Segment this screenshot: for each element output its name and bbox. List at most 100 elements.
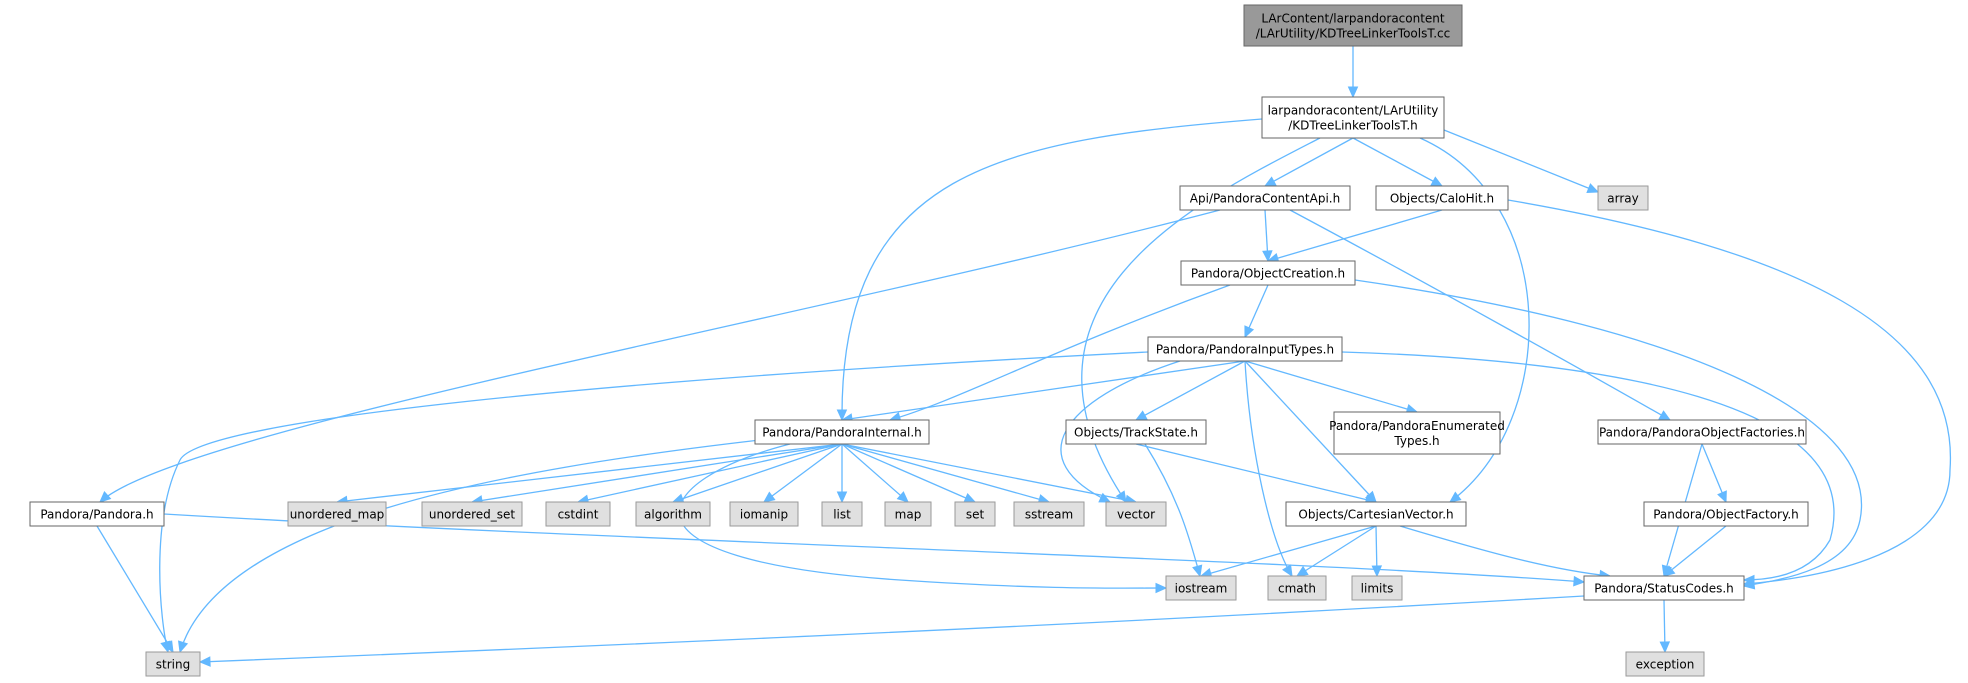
node-limits: limits xyxy=(1351,575,1403,601)
node-unordered-set: unordered_set xyxy=(421,501,523,527)
edge-internal-to-iomanip xyxy=(763,443,843,503)
node-root[interactable]: LArContent/larpandoracontent/LArUtility/… xyxy=(1243,4,1463,47)
node-label: Pandora/Pandora.h xyxy=(40,508,153,522)
edge-objcreation-to-inputtypes xyxy=(1244,284,1269,339)
edge-root-to-kdtree_h xyxy=(1347,46,1359,99)
node-box xyxy=(1643,501,1809,527)
edge-inputtypes-to-statuscodes xyxy=(1341,351,1835,586)
node-box xyxy=(1583,575,1745,601)
node-set: set xyxy=(954,501,996,527)
edge-line xyxy=(841,443,909,503)
edge-arrowhead xyxy=(1192,564,1203,578)
node-label: Pandora/PandoraInputTypes.h xyxy=(1156,343,1334,357)
node-label: Objects/TrackState.h xyxy=(1074,426,1198,440)
node-internal[interactable]: Pandora/PandoraInternal.h xyxy=(754,419,930,445)
edge-arrowhead xyxy=(836,409,848,422)
node-box xyxy=(1597,419,1807,445)
edge-internal-to-unordered_map xyxy=(335,443,843,507)
edge-internal-to-string xyxy=(177,439,761,654)
node-label: larpandoracontent/LArUtility xyxy=(1268,104,1439,118)
edge-line xyxy=(99,209,1221,503)
node-inputtypes[interactable]: Pandora/PandoraInputTypes.h xyxy=(1147,336,1343,362)
node-pandora[interactable]: Pandora/Pandora.h xyxy=(29,501,165,527)
edge-api-to-pandora xyxy=(99,209,1221,503)
edge-line xyxy=(1264,137,1354,187)
edge-statuscodes-to-string xyxy=(198,595,1585,667)
node-map: map xyxy=(884,501,932,527)
edge-arrowhead xyxy=(1449,491,1462,503)
edge-arrowhead xyxy=(1573,575,1586,587)
edge-kdtree_h-to-calohit xyxy=(1352,137,1444,187)
edge-internal-to-set xyxy=(841,443,977,503)
node-box xyxy=(754,419,930,445)
node-label: LArContent/larpandoracontent xyxy=(1261,12,1445,26)
node-label: /LArUtility/KDTreeLinkerToolsT.cc xyxy=(1256,27,1451,41)
edge-line xyxy=(1135,443,1377,503)
node-cartesian[interactable]: Objects/CartesianVector.h xyxy=(1285,501,1467,527)
node-label: Pandora/PandoraObjectFactories.h xyxy=(1599,426,1805,440)
node-label: Pandora/StatusCodes.h xyxy=(1594,582,1734,596)
node-box xyxy=(145,651,201,677)
node-label: string xyxy=(156,658,190,672)
node-box xyxy=(1597,185,1649,211)
node-kdtree-h[interactable]: larpandoracontent/LArUtility/KDTreeLinke… xyxy=(1261,96,1445,139)
edge-arrowhead xyxy=(1098,492,1112,503)
node-statuscodes[interactable]: Pandora/StatusCodes.h xyxy=(1583,575,1745,601)
node-label: Objects/CaloHit.h xyxy=(1390,192,1494,206)
node-box xyxy=(1179,185,1351,211)
node-calohit[interactable]: Objects/CaloHit.h xyxy=(1375,185,1509,211)
edge-cartesian-to-cmath xyxy=(1295,525,1377,577)
edge-line xyxy=(1267,209,1443,262)
edge-arrowhead xyxy=(836,491,848,504)
edge-arrowhead xyxy=(1659,641,1671,654)
node-label: list xyxy=(833,508,851,522)
node-label: Pandora/PandoraEnumerated xyxy=(1329,419,1505,433)
edge-line xyxy=(1419,137,1530,503)
node-objfactory[interactable]: Pandora/ObjectFactory.h xyxy=(1643,501,1809,527)
edge-calohit-to-objcreation xyxy=(1266,209,1443,264)
node-sstream: sstream xyxy=(1013,501,1085,527)
node-box xyxy=(1267,575,1327,601)
node-api[interactable]: Api/PandoraContentApi.h xyxy=(1179,185,1351,211)
edge-line xyxy=(1244,360,1377,503)
edge-arrowhead xyxy=(1658,410,1672,421)
edge-line xyxy=(889,284,1231,421)
edge-line xyxy=(1399,525,1611,577)
node-objcreation[interactable]: Pandora/ObjectCreation.h xyxy=(1180,260,1356,286)
edge-arrowhead xyxy=(1263,176,1277,187)
edge-line xyxy=(1244,360,1418,413)
edge-kdtree_h-to-api xyxy=(1263,137,1354,187)
edge-arrowhead xyxy=(1586,183,1600,193)
edge-line xyxy=(841,118,1263,421)
edge-objfactory-to-statuscodes xyxy=(1663,525,1727,577)
node-label: sstream xyxy=(1025,508,1073,522)
node-label: array xyxy=(1607,192,1638,206)
node-box xyxy=(1147,336,1343,362)
edge-line xyxy=(1663,525,1727,577)
node-box xyxy=(421,501,523,527)
node-factories[interactable]: Pandora/PandoraObjectFactories.h xyxy=(1597,419,1807,445)
node-box xyxy=(821,501,863,527)
node-label: iostream xyxy=(1175,582,1228,596)
node-trackstate[interactable]: Objects/TrackState.h xyxy=(1065,419,1207,445)
edge-line xyxy=(1341,351,1835,581)
edge-factories-to-objfactory xyxy=(1701,443,1727,504)
node-vector: vector xyxy=(1105,501,1167,527)
edge-line xyxy=(1507,199,1952,585)
edge-line xyxy=(672,443,843,503)
node-label: Objects/CartesianVector.h xyxy=(1298,508,1453,522)
edge-line xyxy=(1352,137,1443,187)
edge-line xyxy=(763,443,843,503)
edge-internal-to-algorithm xyxy=(671,443,843,504)
node-label: iomanip xyxy=(740,508,788,522)
node-unordered-map: unordered_map xyxy=(287,501,387,527)
node-array: array xyxy=(1597,185,1649,211)
edge-arrowhead xyxy=(1663,565,1676,577)
node-label: exception xyxy=(1636,658,1695,672)
edge-arrowhead xyxy=(163,640,174,654)
node-box xyxy=(1105,501,1167,527)
edge-arrowhead xyxy=(1430,176,1444,187)
edge-statuscodes-to-exception xyxy=(1659,599,1671,654)
